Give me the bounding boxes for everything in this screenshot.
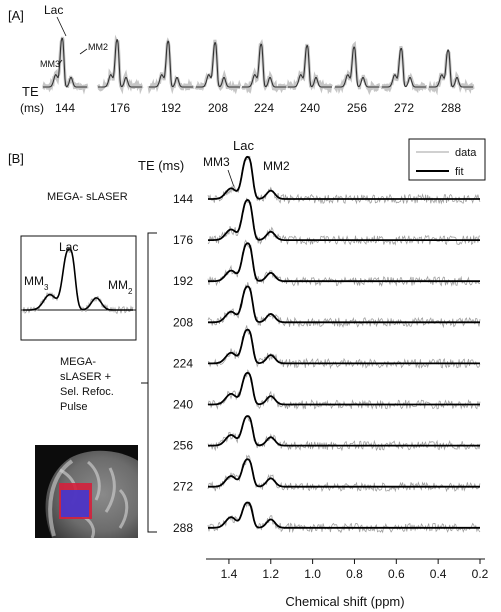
- group-label-line: Sel. Refoc.: [60, 386, 114, 398]
- panel-b-mm3-pointer: [227, 169, 235, 188]
- group-label-line: sLASER +: [60, 371, 111, 383]
- panel-b-spectra: 144 176 192 208 224 240 256 272 288: [173, 155, 481, 535]
- mri-skull-edge: [48, 459, 74, 537]
- legend-data-label: data: [455, 147, 477, 159]
- inset-fit-trace: [23, 248, 133, 311]
- x-tick-label: 0.8: [346, 567, 363, 581]
- x-tick-label: 1.4: [221, 567, 238, 581]
- group-bracket: [147, 232, 157, 533]
- inset-traces: [22, 246, 134, 315]
- spectrum-fit-trace: [208, 199, 480, 241]
- spectrum-data-trace: [207, 239, 481, 287]
- panel-a-lac-pointer: [56, 16, 67, 37]
- panel-a-te-value: 288: [441, 101, 461, 115]
- inset: Lac MM3 MM2: [20, 235, 137, 341]
- x-tick-label: 0.4: [430, 567, 447, 581]
- legend-fit-label: fit: [455, 166, 464, 178]
- spectrum-data-trace: [207, 369, 481, 410]
- row-te-value: 192: [173, 274, 193, 288]
- spectrum-fit-trace: [208, 155, 480, 200]
- x-tick-label: 0.2: [472, 567, 489, 581]
- panel-a-spectrum-fit: [429, 49, 473, 88]
- row-te-value: 240: [173, 398, 193, 412]
- inset-mm3-label: MM3: [24, 274, 49, 292]
- panel-a-te-value: 176: [110, 101, 130, 115]
- x-tick-label: 1.0: [304, 567, 321, 581]
- x-tick-label: 0.6: [388, 567, 405, 581]
- panel-a-te-value: 208: [208, 101, 228, 115]
- spectrum-fit-trace: [208, 242, 480, 283]
- legend: data fit: [408, 138, 486, 181]
- panel-a-spectrum-fit: [335, 46, 379, 88]
- panel-b-mm3-label: MM3: [203, 155, 230, 169]
- panel-b-te-header: TE (ms): [138, 158, 184, 173]
- panel-a-spectrum-fit: [196, 42, 240, 88]
- panel-a-mm3-label: MM3: [40, 59, 60, 69]
- panel-a-spectrum-fit: [242, 43, 286, 88]
- spectrum-fit-trace: [208, 501, 480, 529]
- x-axis-label: Chemical shift (ppm): [285, 594, 404, 609]
- row-te-value: 288: [173, 521, 193, 535]
- inset-lac-label: Lac: [59, 240, 78, 254]
- spectrum-fit-trace: [208, 415, 480, 447]
- panel-a-te-value: 272: [394, 101, 414, 115]
- panel-b-lac-label: Lac: [233, 138, 254, 153]
- panel-a-spectrum-fit: [149, 40, 193, 88]
- panel-a-label: [A]: [8, 8, 24, 23]
- spectrum-fit-trace: [208, 371, 480, 406]
- group-label-sel-refoc: MEGA-sLASER + Sel. Refoc. Pulse: [60, 356, 114, 413]
- panel-a-mm2-label: MM2: [88, 42, 108, 52]
- mri-voxel-blue: [61, 490, 89, 517]
- panel-a-te-value: 144: [55, 101, 75, 115]
- panel-a-mm3-pointer: [58, 59, 63, 65]
- brain-mri-image: [35, 445, 138, 538]
- panel-a-spectrum-fit: [288, 45, 332, 88]
- x-axis-ticks: 1.4 1.2 1.0 0.8 0.6 0.4 0.2: [221, 559, 489, 581]
- panel-a-te-unit: (ms): [20, 101, 44, 115]
- row-te-value: 256: [173, 439, 193, 453]
- panel-a-mm2-pointer: [79, 48, 88, 55]
- x-tick-label: 1.2: [262, 567, 279, 581]
- panel-a-traces: [42, 34, 475, 96]
- row-te-value: 144: [173, 192, 193, 206]
- group-label-line: Pulse: [60, 401, 88, 413]
- row-te-value: 176: [173, 233, 193, 247]
- panel-a-spectrum-fit: [43, 37, 87, 88]
- row-te-value: 272: [173, 480, 193, 494]
- panel-b-mm2-label: MM2: [263, 159, 290, 173]
- inset-box: [20, 235, 137, 341]
- group-label-line: MEGA-: [60, 356, 96, 368]
- panel-a-te-value: 256: [347, 101, 367, 115]
- panel-a-te-value: 240: [300, 101, 320, 115]
- row-te-value: 224: [173, 356, 193, 370]
- panel-a-spectrum-fit: [382, 48, 426, 88]
- panel-a-te-label: TE: [22, 84, 39, 99]
- spectrum-data-trace: [207, 197, 481, 246]
- inset-mm2-label: MM2: [108, 278, 133, 296]
- spectrum-data-trace: [207, 282, 481, 329]
- legend-box: [408, 138, 486, 181]
- spectrum-fit-trace: [208, 458, 480, 488]
- group-label-mega-slaser: MEGA- sLASER: [47, 191, 128, 203]
- panel-a-te-value: 192: [161, 101, 181, 115]
- panel-b-label: [B]: [8, 151, 24, 166]
- panel-a-te-values: 144 176 192 208 224 240 256 272 288: [55, 101, 461, 115]
- panel-a-spectrum-fit: [98, 39, 142, 88]
- panel-a-lac-label: Lac: [44, 3, 63, 17]
- panel-a-te-value: 224: [254, 101, 274, 115]
- spectrum-fit-trace: [208, 285, 480, 324]
- spectrum-fit-trace: [208, 328, 480, 365]
- row-te-value: 208: [173, 315, 193, 329]
